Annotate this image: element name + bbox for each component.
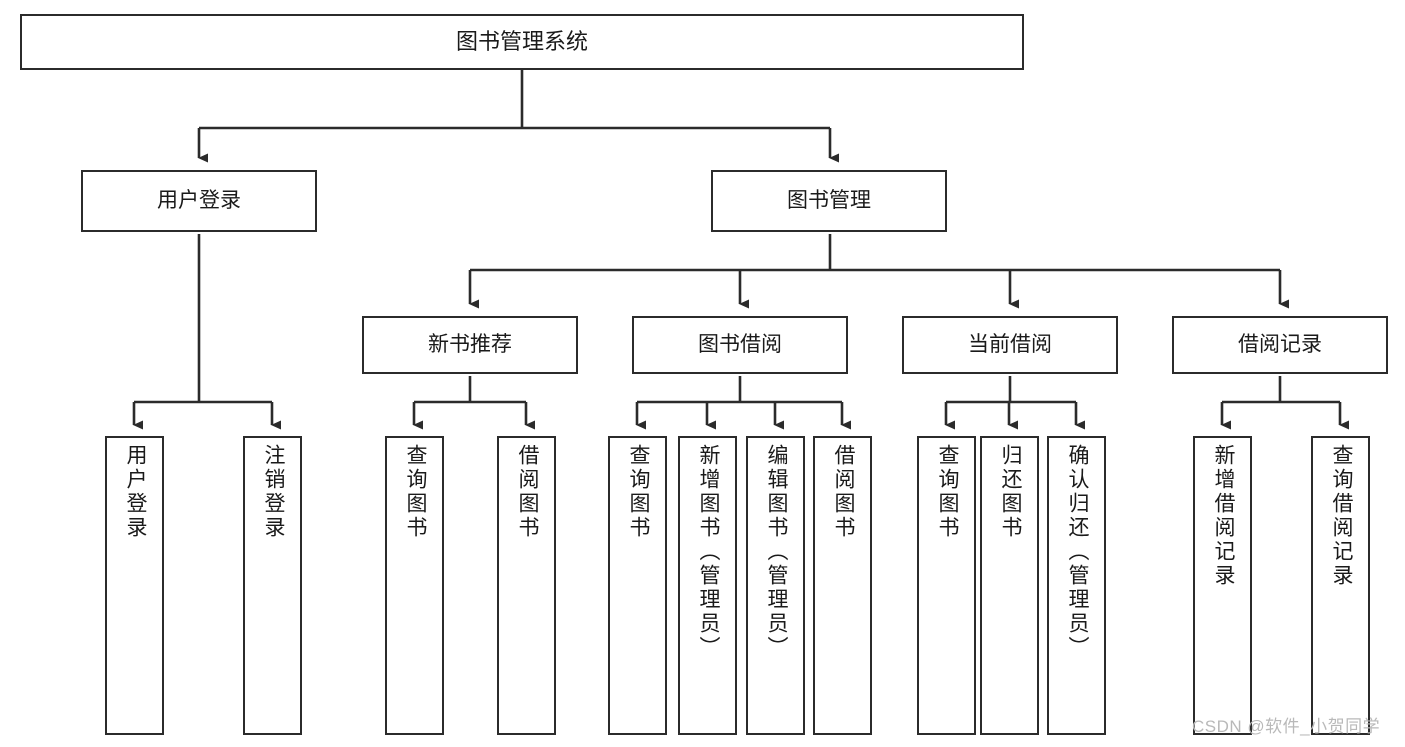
leaf-query-book-1[interactable]: 查询图书 bbox=[385, 436, 444, 735]
node-book-manage-label: 图书管理 bbox=[787, 188, 871, 212]
leaf-user-login-label: 用户登录 bbox=[123, 444, 147, 540]
leaf-user-login[interactable]: 用户登录 bbox=[105, 436, 164, 735]
leaf-confirm-return[interactable]: 确认归还（管理员） bbox=[1047, 436, 1106, 735]
leaf-borrow-book-1-label: 借阅图书 bbox=[515, 444, 539, 540]
node-borrow-record-label: 借阅记录 bbox=[1238, 332, 1322, 356]
leaf-edit-book[interactable]: 编辑图书（管理员） bbox=[746, 436, 805, 735]
node-current-borrow-label: 当前借阅 bbox=[968, 332, 1052, 356]
node-book-borrow-label: 图书借阅 bbox=[698, 332, 782, 356]
leaf-query-book-2[interactable]: 查询图书 bbox=[608, 436, 667, 735]
leaf-query-book-3[interactable]: 查询图书 bbox=[917, 436, 976, 735]
node-borrow-record[interactable]: 借阅记录 bbox=[1172, 316, 1388, 374]
node-new-book-rec-label: 新书推荐 bbox=[428, 332, 512, 356]
leaf-return-book[interactable]: 归还图书 bbox=[980, 436, 1039, 735]
leaf-add-record-label: 新增借阅记录 bbox=[1211, 444, 1235, 588]
leaf-user-logout-label: 注销登录 bbox=[261, 444, 285, 540]
node-new-book-rec[interactable]: 新书推荐 bbox=[362, 316, 578, 374]
node-user-login-label: 用户登录 bbox=[157, 188, 241, 212]
node-book-borrow[interactable]: 图书借阅 bbox=[632, 316, 848, 374]
leaf-edit-book-label: 编辑图书（管理员） bbox=[764, 444, 788, 660]
leaf-user-logout[interactable]: 注销登录 bbox=[243, 436, 302, 735]
leaf-query-book-1-label: 查询图书 bbox=[403, 444, 427, 540]
node-current-borrow[interactable]: 当前借阅 bbox=[902, 316, 1118, 374]
leaf-borrow-book-2[interactable]: 借阅图书 bbox=[813, 436, 872, 735]
leaf-query-record[interactable]: 查询借阅记录 bbox=[1311, 436, 1370, 735]
watermark: CSDN @软件_小贺同学 bbox=[1192, 717, 1381, 736]
leaf-query-book-3-label: 查询图书 bbox=[935, 444, 959, 540]
leaf-query-record-label: 查询借阅记录 bbox=[1329, 444, 1353, 588]
node-book-manage[interactable]: 图书管理 bbox=[711, 170, 947, 232]
leaf-add-book[interactable]: 新增图书（管理员） bbox=[678, 436, 737, 735]
node-user-login[interactable]: 用户登录 bbox=[81, 170, 317, 232]
leaf-borrow-book-2-label: 借阅图书 bbox=[831, 444, 855, 540]
node-root[interactable]: 图书管理系统 bbox=[20, 14, 1024, 70]
leaf-add-record[interactable]: 新增借阅记录 bbox=[1193, 436, 1252, 735]
node-root-label: 图书管理系统 bbox=[455, 28, 588, 54]
leaf-query-book-2-label: 查询图书 bbox=[626, 444, 650, 540]
leaf-add-book-label: 新增图书（管理员） bbox=[696, 444, 720, 660]
leaf-confirm-return-label: 确认归还（管理员） bbox=[1065, 444, 1089, 660]
leaf-borrow-book-1[interactable]: 借阅图书 bbox=[497, 436, 556, 735]
leaf-return-book-label: 归还图书 bbox=[998, 444, 1022, 540]
